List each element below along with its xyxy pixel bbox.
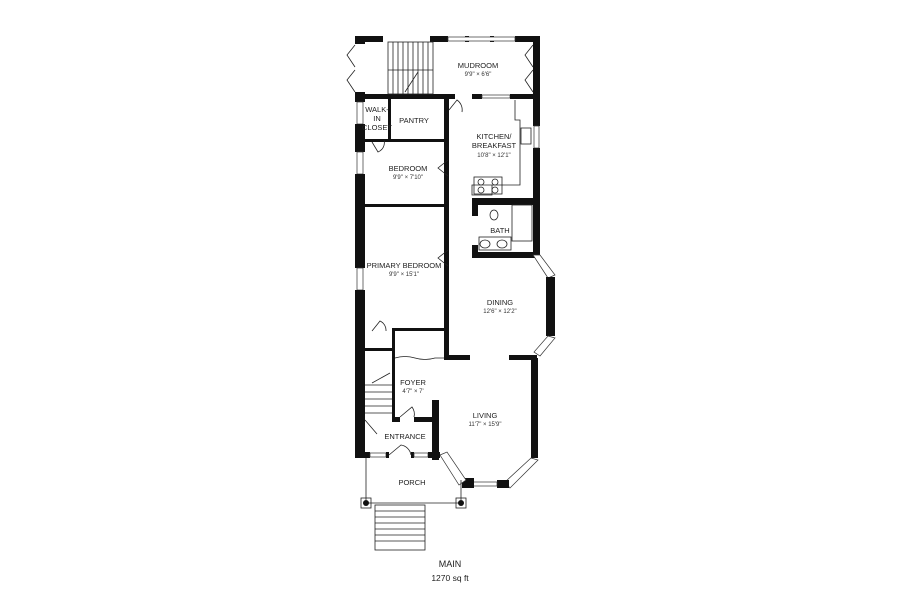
- room-dims-mudroom: 9'9" × 6'6": [465, 72, 492, 78]
- room-name-living: LIVING: [473, 411, 498, 420]
- room-name-closet-2: IN: [373, 114, 381, 123]
- room-dims-living: 11'7" × 15'9": [469, 422, 502, 428]
- room-dims-bedroom: 9'9" × 7'10": [393, 175, 423, 181]
- room-name-mudroom: MUDROOM: [458, 61, 498, 70]
- floor-name: MAIN: [438, 559, 462, 569]
- room-name-dining: DINING: [487, 298, 513, 307]
- room-labels: MUDROOM 9'9" × 6'6" WALK- IN CLOSET PANT…: [362, 61, 517, 487]
- room-name-closet-1: WALK-: [365, 105, 389, 114]
- room-name-kitchen-1: KITCHEN/: [476, 132, 512, 141]
- walls: [346, 36, 556, 551]
- room-dims-dining: 12'6" × 12'2": [483, 309, 516, 315]
- room-dims-foyer: 4'7" × 7': [402, 389, 423, 395]
- room-name-foyer: FOYER: [400, 378, 426, 387]
- room-dims-kitchen: 10'8" × 12'1": [477, 153, 510, 159]
- room-name-entrance: ENTRANCE: [384, 432, 425, 441]
- room-dims-primary-bedroom: 9'9" × 15'1": [389, 272, 419, 278]
- room-name-bath: BATH: [490, 226, 509, 235]
- room-name-primary-bedroom: PRIMARY BEDROOM: [367, 261, 442, 270]
- room-name-pantry: PANTRY: [399, 116, 429, 125]
- room-name-bedroom: BEDROOM: [389, 164, 428, 173]
- room-name-porch: PORCH: [398, 478, 425, 487]
- floor-area: 1270 sq ft: [431, 573, 469, 583]
- room-name-closet-3: CLOSET: [362, 123, 392, 132]
- room-name-kitchen-2: BREAKFAST: [472, 141, 517, 150]
